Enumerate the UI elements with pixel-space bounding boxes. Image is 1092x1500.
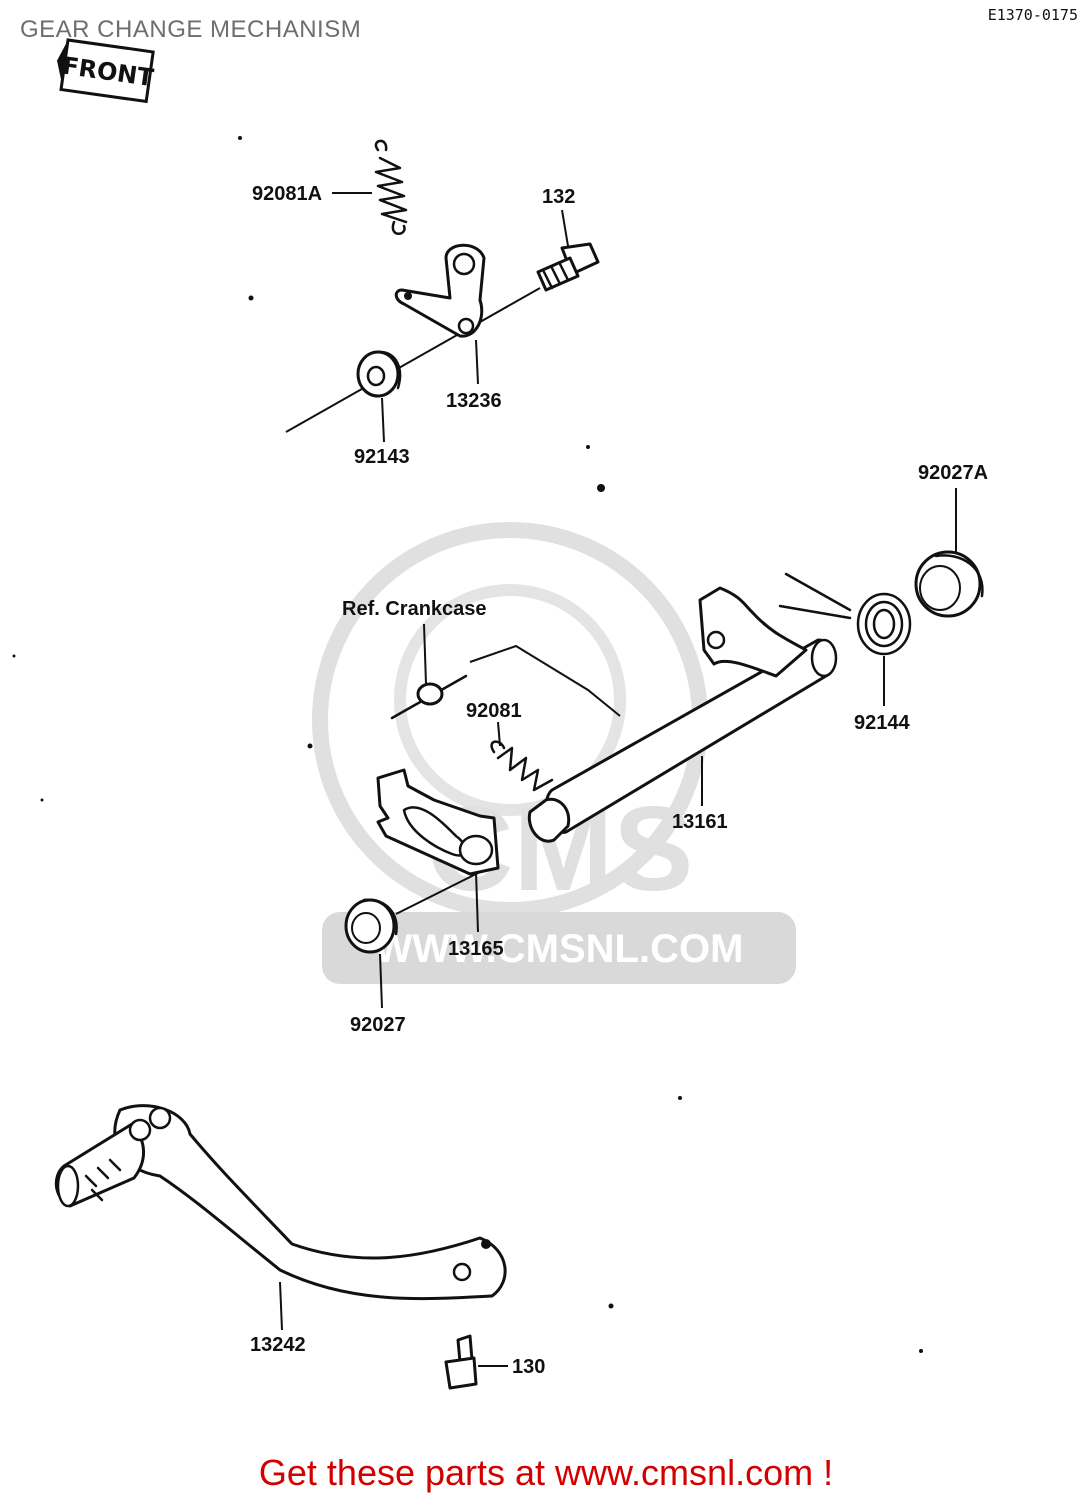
label-130: 130 [512, 1356, 545, 1378]
front-arrow-icon [57, 40, 68, 84]
oil-seal-92027-drawing [344, 898, 398, 954]
label-92027a: 92027A [918, 462, 988, 484]
scan-specks [12, 136, 923, 1353]
label-13236: 13236 [446, 390, 502, 412]
leader-92143 [381, 397, 385, 443]
bolt-132-drawing [536, 242, 600, 292]
label-92081a: 92081A [252, 183, 322, 205]
leader-13165 [475, 871, 479, 933]
oil-seal-92027a-drawing [914, 550, 984, 618]
label-92027: 92027 [350, 1014, 406, 1036]
plate-13165-drawing [376, 768, 500, 876]
label-92144: 92144 [854, 712, 910, 734]
label-13242: 13242 [250, 1334, 306, 1356]
shaft-13161-drawing [527, 586, 838, 843]
leader-132 [561, 209, 569, 247]
leader-92081 [497, 721, 501, 747]
diagram-reference-code: E1370-0175 [987, 6, 1078, 24]
pedal-13242-drawing [54, 1104, 507, 1301]
spring-92081-drawing [490, 740, 554, 792]
torsion-spring-92144-drawing [778, 572, 912, 656]
axis-line-upper [285, 287, 541, 433]
bolt-130-drawing [444, 1334, 478, 1390]
leader-ref-crankcase [423, 623, 427, 685]
leader-13236 [475, 339, 479, 385]
watermark-inner-ring [394, 584, 626, 816]
label-92143: 92143 [354, 446, 410, 468]
front-direction-badge: FRONT [57, 38, 156, 104]
label-ref-crankcase: Ref. Crankcase [342, 598, 487, 620]
leader-92027 [379, 953, 383, 1009]
label-132: 132 [542, 186, 575, 208]
axis-line-plate [395, 871, 481, 915]
page-title: GEAR CHANGE MECHANISM [20, 16, 362, 43]
front-badge-frame [59, 38, 155, 104]
label-13165: 13165 [448, 938, 504, 960]
watermark-banner [322, 912, 796, 984]
crankcase-pin-drawing [390, 644, 621, 720]
footer-promo-text: Get these parts at www.cmsnl.com ! [258, 1452, 834, 1493]
lever-13236-drawing [394, 243, 486, 338]
label-13161: 13161 [672, 811, 728, 833]
leader-13242 [279, 1281, 283, 1331]
label-92081: 92081 [466, 700, 522, 722]
collar-92143-drawing [356, 350, 402, 398]
watermark-url: WWW.CMSNL.COM [375, 927, 744, 971]
spring-92081a-drawing [374, 139, 408, 235]
